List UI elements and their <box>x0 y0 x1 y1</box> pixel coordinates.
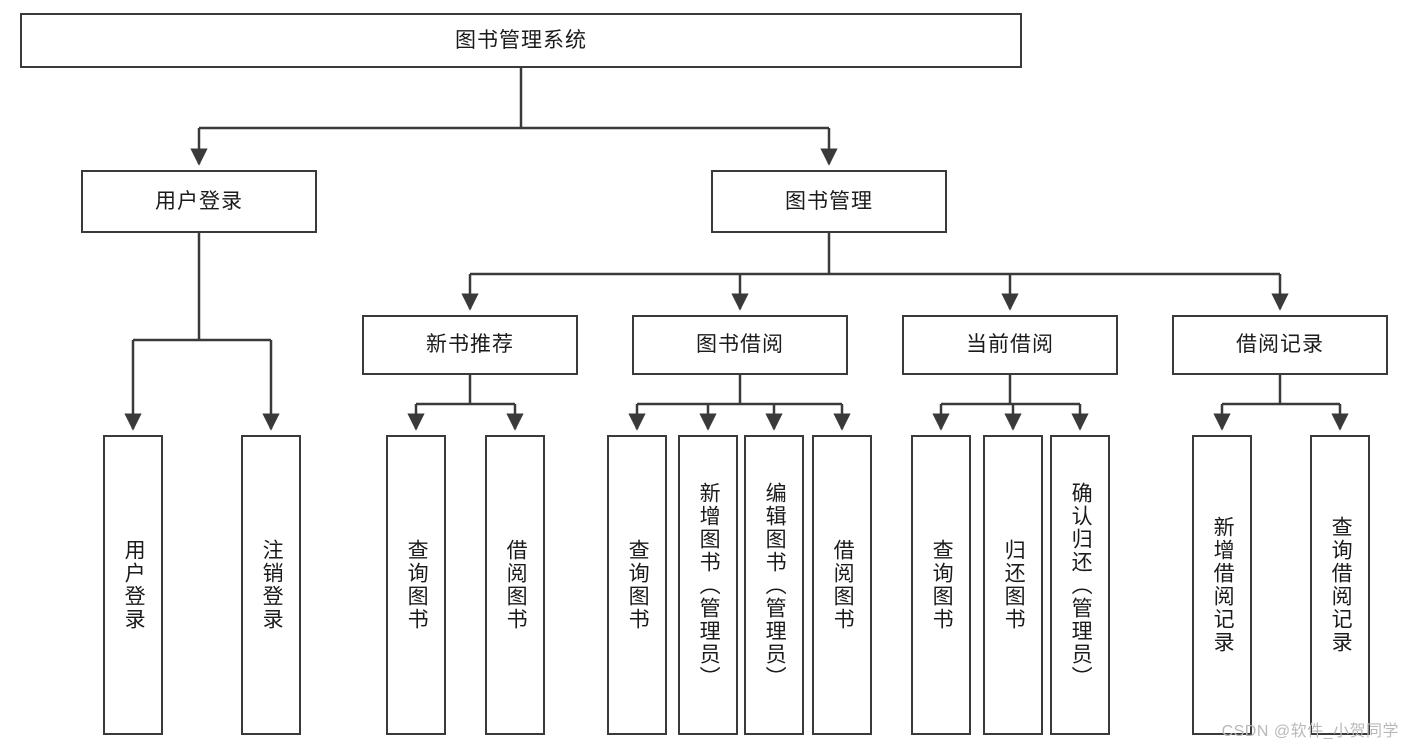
node-label: 新增图书（管理员） <box>697 481 721 689</box>
node-leaf-borrow-book[interactable]: 借阅图书 <box>812 435 872 735</box>
node-label: 用户登录 <box>122 539 146 631</box>
csdn-watermark: CSDN @软件_小贺同学 <box>1221 723 1399 740</box>
node-leaf-query-borrow-record[interactable]: 查询借阅记录 <box>1310 435 1370 735</box>
node-current-borrow[interactable]: 当前借阅 <box>902 315 1118 375</box>
node-label: 借阅记录 <box>1236 333 1324 357</box>
node-borrow-record[interactable]: 借阅记录 <box>1172 315 1388 375</box>
node-leaf-edit-book[interactable]: 编辑图书（管理员） <box>744 435 804 735</box>
node-label: 归还图书 <box>1002 539 1026 631</box>
node-label: 新增借阅记录 <box>1211 516 1235 654</box>
node-leaf-query-book-current[interactable]: 查询图书 <box>911 435 971 735</box>
node-label: 当前借阅 <box>966 333 1054 357</box>
node-label: 查询借阅记录 <box>1329 516 1353 654</box>
node-label: 编辑图书（管理员） <box>763 481 787 689</box>
node-leaf-borrow-book-recommend[interactable]: 借阅图书 <box>485 435 545 735</box>
node-label: 图书管理 <box>785 189 873 213</box>
node-label: 用户登录 <box>155 189 243 213</box>
node-label: 注销登录 <box>260 539 284 631</box>
node-book-borrow[interactable]: 图书借阅 <box>632 315 848 375</box>
node-leaf-user-logout[interactable]: 注销登录 <box>241 435 301 735</box>
node-label: 查询图书 <box>626 539 650 631</box>
node-leaf-query-book-recommend[interactable]: 查询图书 <box>386 435 446 735</box>
node-root-system[interactable]: 图书管理系统 <box>20 13 1022 68</box>
node-label: 借阅图书 <box>504 539 528 631</box>
node-leaf-query-book-borrow[interactable]: 查询图书 <box>607 435 667 735</box>
node-leaf-add-book[interactable]: 新增图书（管理员） <box>678 435 738 735</box>
node-new-book-recommend[interactable]: 新书推荐 <box>362 315 578 375</box>
node-leaf-user-login[interactable]: 用户登录 <box>103 435 163 735</box>
node-leaf-return-book[interactable]: 归还图书 <box>983 435 1043 735</box>
node-user-login[interactable]: 用户登录 <box>81 170 317 233</box>
node-leaf-add-borrow-record[interactable]: 新增借阅记录 <box>1192 435 1252 735</box>
node-label: 新书推荐 <box>426 333 514 357</box>
node-label: 查询图书 <box>405 539 429 631</box>
node-leaf-confirm-return[interactable]: 确认归还（管理员） <box>1050 435 1110 735</box>
node-label: 查询图书 <box>930 539 954 631</box>
node-book-manage[interactable]: 图书管理 <box>711 170 947 233</box>
node-label: 图书借阅 <box>696 333 784 357</box>
node-label: 确认归还（管理员） <box>1069 481 1093 689</box>
node-label: 借阅图书 <box>831 539 855 631</box>
node-label: 图书管理系统 <box>455 28 587 52</box>
